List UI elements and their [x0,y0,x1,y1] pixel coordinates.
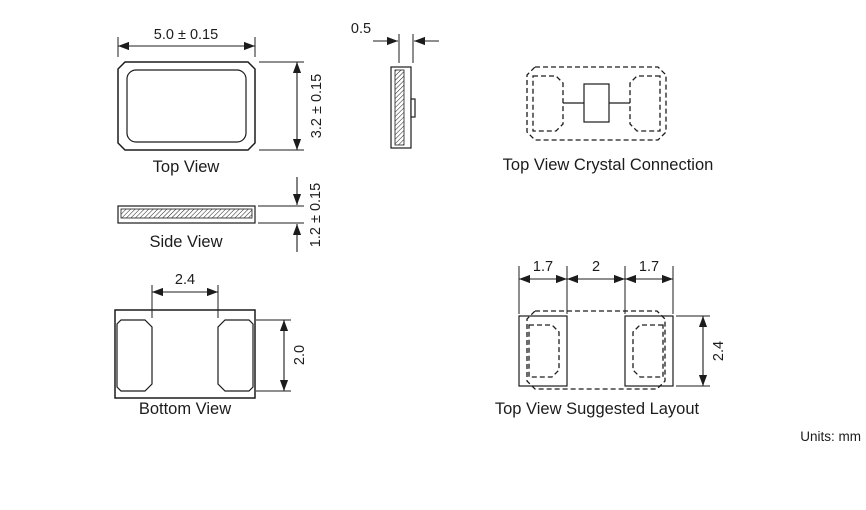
suggested-layout-view: 1.7 2 1.7 2.4 Top View Suggested Layout [495,259,727,418]
bottom-view-right-pad [217,319,254,392]
layout-gap-dim-text: 2 [592,259,600,275]
bottom-view-pad-height-dimension: 2.0 [256,319,308,392]
bottom-view-left-pad [116,319,153,392]
layout-left-pad-width-dim-text: 1.7 [533,259,553,275]
layout-right-pad-width-dim-text: 1.7 [639,259,659,275]
side-view-height-dimension: 1.2 ± 0.15 [258,177,324,252]
top-view-lid-outline [126,69,247,143]
top-view-width-dim-text: 5.0 ± 0.15 [154,27,218,43]
units-note: Units: mm [800,429,861,444]
end-view-notch [410,98,416,118]
top-view-width-dimension: 5.0 ± 0.15 [117,27,256,57]
end-view: 0.5 [351,21,439,149]
bottom-view-label: Bottom View [139,400,231,418]
connection-body-outline [526,66,667,141]
connection-left-pad [532,75,564,132]
crystal-connection-label: Top View Crystal Connection [503,156,714,174]
top-view-height-dimension: 3.2 ± 0.15 [259,61,325,151]
bottom-view-pad-span-dimension: 2.4 [151,272,219,318]
end-view-crystal-hatch [394,69,405,146]
suggested-layout-label: Top View Suggested Layout [495,400,700,418]
end-view-thickness-dimension: 0.5 [351,21,439,63]
top-view: 5.0 ± 0.15 3.2 ± 0.15 Top View [117,27,325,176]
connection-right-pad [629,75,661,132]
layout-right-land-pad [624,315,674,387]
side-view-hatch-band [120,208,253,219]
layout-pad-height-dim-text: 2.4 [711,341,727,361]
top-view-height-dim-text: 3.2 ± 0.15 [309,74,325,138]
end-view-thickness-dim-text: 0.5 [351,21,371,37]
crystal-blank [583,83,610,123]
side-view-label: Side View [149,233,222,251]
bottom-view-pad-span-dim-text: 2.4 [175,272,195,288]
side-view: 1.2 ± 0.15 Side View [117,177,324,252]
layout-top-dimensions: 1.7 2 1.7 [518,259,674,314]
bottom-view-pad-height-dim-text: 2.0 [292,345,308,365]
layout-pad-height-dimension: 2.4 [676,315,727,387]
layout-left-land-pad [518,315,568,387]
bottom-view: 2.4 2.0 Bottom View [114,272,308,418]
crystal-connection-view: Top View Crystal Connection [503,66,714,174]
top-view-label: Top View [153,158,220,176]
side-view-height-dim-text: 1.2 ± 0.15 [308,183,324,247]
